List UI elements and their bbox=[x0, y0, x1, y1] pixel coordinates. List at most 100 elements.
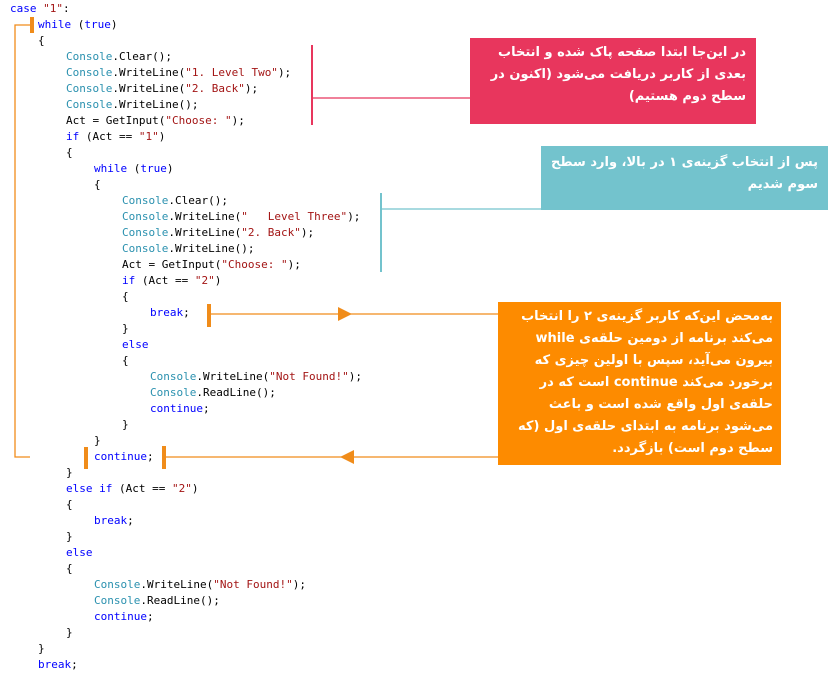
code-token: .WriteLine( bbox=[168, 226, 242, 239]
note-teal: پس از انتخاب گزینه‌ی ۱ در بالا، وارد سطح… bbox=[541, 146, 828, 210]
code-token: continue bbox=[94, 610, 147, 623]
code-token: } bbox=[66, 466, 73, 479]
code-token: ( bbox=[127, 162, 141, 175]
code-line: { bbox=[94, 177, 101, 193]
code-token: "2" bbox=[171, 482, 192, 495]
code-line: { bbox=[66, 561, 73, 577]
code-token: ); bbox=[287, 258, 301, 271]
code-token: case bbox=[10, 2, 44, 15]
code-token: if bbox=[66, 130, 80, 143]
code-token: ; bbox=[183, 306, 190, 319]
code-token: "1" bbox=[138, 130, 159, 143]
code-token: { bbox=[66, 146, 73, 159]
code-line: if (Act == "2") bbox=[122, 273, 221, 289]
code-line: Console.ReadLine(); bbox=[150, 385, 276, 401]
code-token: { bbox=[122, 290, 129, 303]
code-token: { bbox=[38, 34, 45, 47]
code-line: else bbox=[122, 337, 149, 353]
code-line: Console.WriteLine(" Level Three"); bbox=[122, 209, 360, 225]
code-token: ; bbox=[127, 514, 134, 527]
code-token: .ReadLine(); bbox=[196, 386, 276, 399]
code-token: ); bbox=[292, 578, 306, 591]
code-token: .WriteLine( bbox=[112, 66, 186, 79]
code-token: Console bbox=[94, 578, 141, 591]
code-token: Act = GetInput( bbox=[122, 258, 222, 271]
code-token: ; bbox=[146, 450, 154, 463]
code-token: .WriteLine(); bbox=[112, 98, 199, 111]
code-token: else bbox=[66, 546, 93, 559]
code-line: Console.WriteLine("2. Back"); bbox=[66, 81, 258, 97]
code-token: Console bbox=[66, 82, 113, 95]
code-line: { bbox=[66, 497, 73, 513]
code-line: { bbox=[66, 145, 73, 161]
code-token: } bbox=[66, 530, 73, 543]
code-line: Act = GetInput("Choose: "); bbox=[66, 113, 245, 129]
code-line: { bbox=[122, 353, 129, 369]
code-line: } bbox=[38, 641, 45, 657]
code-token: "1. Level Two" bbox=[185, 66, 278, 79]
code-token: "1" bbox=[43, 2, 63, 15]
code-token: continue bbox=[94, 450, 147, 463]
code-line: else bbox=[66, 545, 93, 561]
code-token: Console bbox=[122, 226, 169, 239]
code-line: Console.ReadLine(); bbox=[94, 593, 220, 609]
code-token: } bbox=[38, 642, 45, 655]
code-line: } bbox=[66, 529, 73, 545]
code-line: } bbox=[94, 433, 101, 449]
code-token: .ReadLine(); bbox=[140, 594, 220, 607]
code-token: .WriteLine( bbox=[140, 578, 214, 591]
code-line: } bbox=[122, 321, 129, 337]
code-token: ; bbox=[146, 610, 154, 623]
code-token: " Level Three" bbox=[241, 210, 348, 223]
code-line: case "1": bbox=[10, 1, 70, 17]
code-token: Act = GetInput( bbox=[66, 114, 166, 127]
code-token: break bbox=[150, 306, 184, 319]
code-token: "Not Found!" bbox=[269, 370, 349, 383]
code-token: .Clear(); bbox=[112, 50, 172, 63]
code-line: Console.WriteLine(); bbox=[66, 97, 198, 113]
code-token: break bbox=[38, 658, 72, 671]
code-token: ( bbox=[71, 18, 85, 31]
code-line: break; bbox=[94, 513, 134, 529]
code-token: "2. Back" bbox=[241, 226, 301, 239]
code-line: Console.Clear(); bbox=[122, 193, 228, 209]
code-token: .WriteLine( bbox=[168, 210, 242, 223]
code-token: { bbox=[66, 498, 73, 511]
code-line: break; bbox=[150, 305, 190, 321]
code-token: .WriteLine( bbox=[112, 82, 186, 95]
code-token: if bbox=[122, 274, 136, 287]
code-token: Console bbox=[150, 386, 197, 399]
code-token: ) bbox=[166, 162, 174, 175]
note-red: در این‌جا ابتدا صفحه پاک شده و انتخاب بع… bbox=[470, 38, 756, 124]
code-token: Console bbox=[122, 210, 169, 223]
code-line: } bbox=[66, 465, 73, 481]
code-line: break; bbox=[38, 657, 78, 673]
code-line: { bbox=[122, 289, 129, 305]
code-token: Console bbox=[66, 66, 113, 79]
code-token: ); bbox=[348, 370, 362, 383]
code-token: { bbox=[122, 354, 129, 367]
code-line: while (true) bbox=[94, 161, 174, 177]
code-token: Console bbox=[94, 594, 141, 607]
code-line: Act = GetInput("Choose: "); bbox=[122, 257, 301, 273]
code-token: ); bbox=[347, 210, 361, 223]
code-token: Console bbox=[66, 98, 113, 111]
code-token: .WriteLine( bbox=[196, 370, 270, 383]
code-line: if (Act == "1") bbox=[66, 129, 165, 145]
code-line: continue; bbox=[94, 609, 154, 625]
code-token: Console bbox=[122, 242, 169, 255]
code-token: ) bbox=[158, 130, 166, 143]
code-token: while bbox=[38, 18, 72, 31]
code-line: continue; bbox=[94, 449, 154, 465]
code-line: } bbox=[66, 625, 73, 641]
code-token: { bbox=[94, 178, 101, 191]
code-token: (Act == bbox=[135, 274, 195, 287]
code-line: } bbox=[122, 417, 129, 433]
code-token: Console bbox=[66, 50, 113, 63]
code-token: } bbox=[66, 626, 73, 639]
code-token: ) bbox=[191, 482, 199, 495]
code-line: { bbox=[38, 33, 45, 49]
code-token: ) bbox=[110, 18, 118, 31]
code-token: { bbox=[66, 562, 73, 575]
